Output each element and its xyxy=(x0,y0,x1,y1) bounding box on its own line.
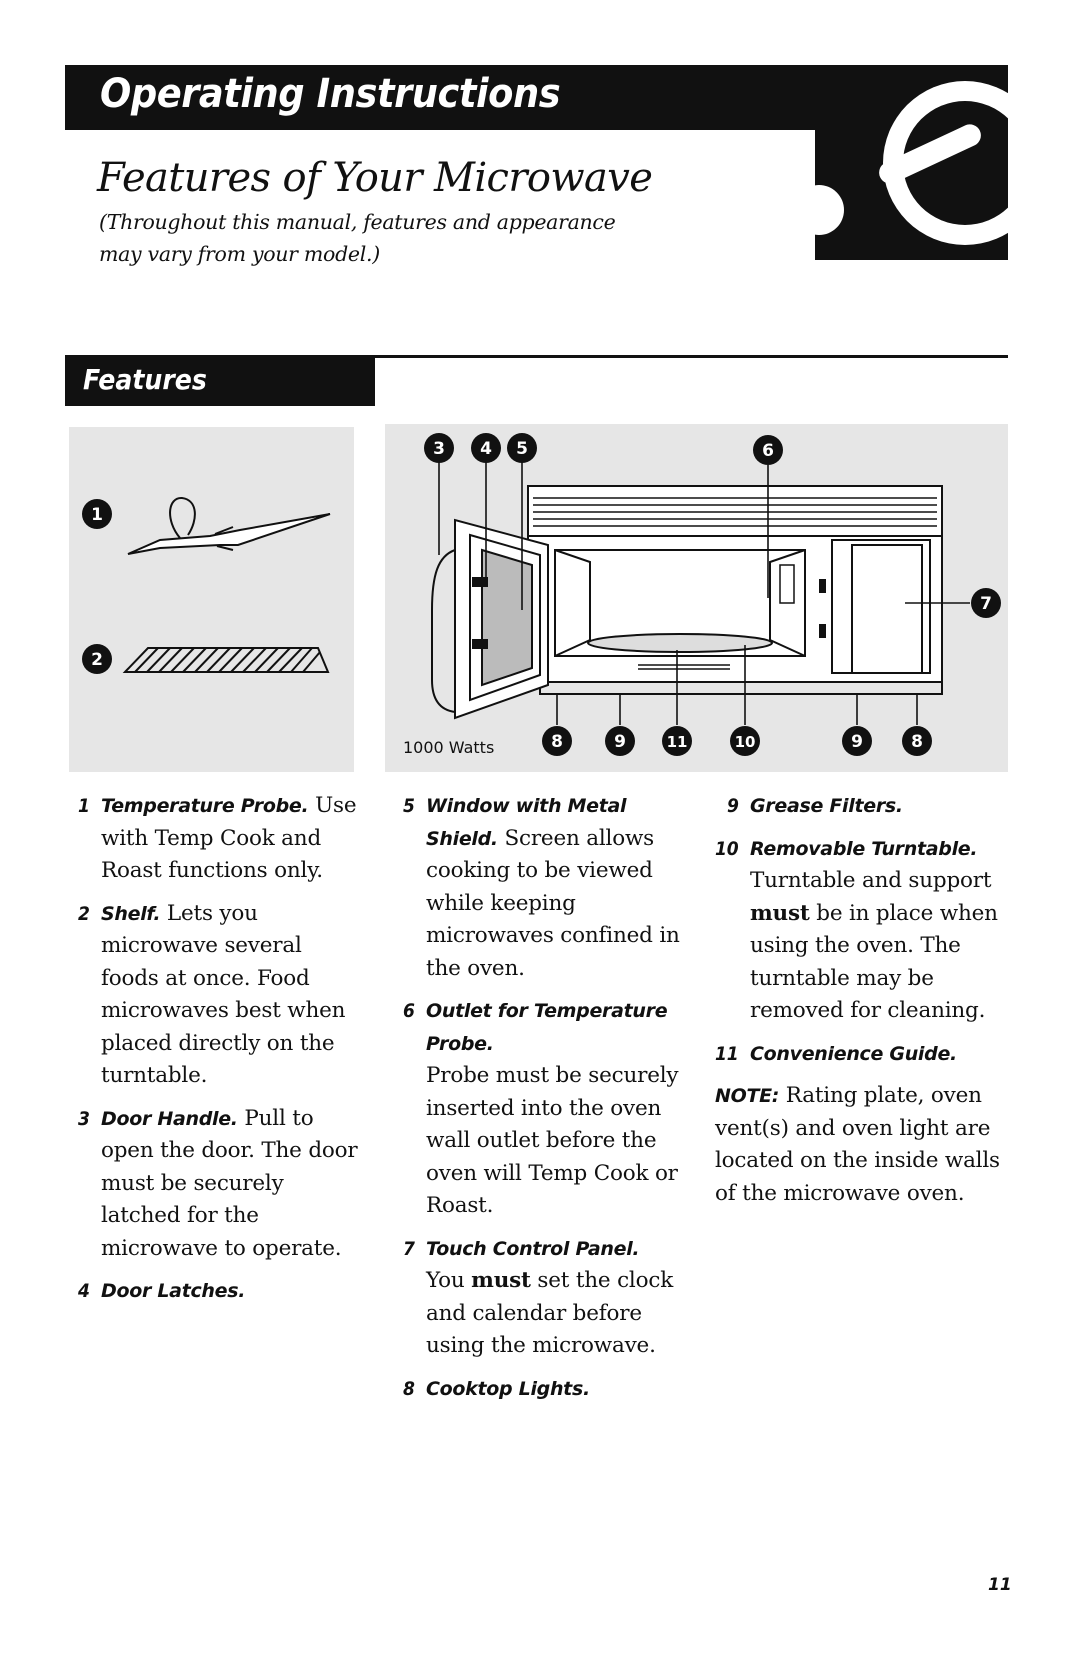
feature-term: Door Latches. xyxy=(101,1280,246,1302)
features-column-2: 5 Window with Metal Shield. Screen allow… xyxy=(403,790,683,1415)
feature-number: 10 xyxy=(715,837,739,860)
feature-number: 11 xyxy=(715,1042,739,1065)
feature-term: Touch Control Panel. xyxy=(426,1237,640,1260)
feature-item-8: 8 Cooktop Lights. xyxy=(403,1373,683,1406)
accessories-panel xyxy=(69,427,354,772)
page-number: 11 xyxy=(988,1575,1012,1595)
feature-number: 7 xyxy=(403,1237,415,1260)
feature-item-4: 4 Door Latches. xyxy=(78,1275,358,1308)
features-tab: Features xyxy=(65,356,375,406)
feature-item-10: 10 Removable Turntable. Turntable and su… xyxy=(715,833,1010,1028)
feature-text-post: be in place when using the oven. The tur… xyxy=(750,900,998,1024)
feature-number: 3 xyxy=(78,1107,90,1130)
feature-number: 4 xyxy=(78,1280,90,1302)
feature-term: Temperature Probe. xyxy=(101,795,309,817)
feature-item-5: 5 Window with Metal Shield. Screen allow… xyxy=(403,790,683,985)
feature-term: Grease Filters. xyxy=(750,795,903,817)
feature-number: 1 xyxy=(78,795,90,817)
feature-number: 5 xyxy=(403,795,415,817)
feature-term: Door Handle. xyxy=(101,1107,238,1130)
feature-item-6: 6 Outlet for Temperature Probe. Probe mu… xyxy=(403,995,683,1223)
features-column-1: 1 Temperature Probe. Use with Temp Cook … xyxy=(78,790,358,1318)
feature-text: Use with Temp Cook and Roast functions o… xyxy=(101,793,357,883)
feature-text-pre: Turntable and support xyxy=(750,868,992,893)
feature-term: Outlet for Temperature Probe. xyxy=(426,1000,668,1055)
banner-title: Operating Instructions xyxy=(100,71,561,117)
feature-term: Convenience Guide. xyxy=(750,1042,957,1065)
microwave-panel xyxy=(385,424,1008,772)
features-column-3: 9 Grease Filters. 10 Removable Turntable… xyxy=(715,790,1010,1210)
features-label: Features xyxy=(83,363,207,396)
feature-number: 2 xyxy=(78,902,90,925)
note-text: Rating plate, oven vent(s) and oven ligh… xyxy=(715,1083,1000,1206)
section-divider xyxy=(65,355,1008,358)
feature-item-7: 7 Touch Control Panel. You must set the … xyxy=(403,1233,683,1363)
wattage-label: 1000 Watts xyxy=(403,738,495,757)
feature-term: Cooktop Lights. xyxy=(426,1377,590,1400)
feature-item-2: 2 Shelf. Lets you microwave several food… xyxy=(78,898,358,1093)
page-title: Features of Your Microwave xyxy=(97,155,653,201)
feature-item-11: 11 Convenience Guide. xyxy=(715,1038,1010,1071)
feature-term: Shelf. xyxy=(101,902,161,925)
note: NOTE: Rating plate, oven vent(s) and ove… xyxy=(715,1080,1010,1210)
feature-text: You must set the clock and calendar befo… xyxy=(426,1265,683,1363)
knob-logo-icon xyxy=(815,65,1008,260)
feature-text: Turntable and support must be in place w… xyxy=(750,865,1010,1028)
feature-item-3: 3 Door Handle. Pull to open the door. Th… xyxy=(78,1103,358,1266)
feature-text: Pull to open the door. The door must be … xyxy=(101,1105,358,1261)
feature-text-post: set the clock and calendar before using … xyxy=(426,1268,674,1358)
feature-text-emphasis: must xyxy=(471,1268,531,1293)
feature-text: Screen allows cooking to be viewed while… xyxy=(426,825,680,981)
feature-text-pre: You xyxy=(426,1268,472,1293)
feature-term: Removable Turntable. xyxy=(750,837,978,860)
note-label: NOTE: xyxy=(715,1085,780,1107)
feature-number: 8 xyxy=(403,1377,415,1400)
feature-item-9: 9 Grease Filters. xyxy=(715,790,1010,823)
feature-item-1: 1 Temperature Probe. Use with Temp Cook … xyxy=(78,790,358,888)
feature-text: Lets you microwave several foods at once… xyxy=(101,900,346,1089)
section-banner: Operating Instructions xyxy=(65,65,815,130)
feature-number: 9 xyxy=(727,795,739,817)
feature-term: Window with Metal Shield. xyxy=(426,795,627,850)
feature-text-emphasis: must xyxy=(750,900,810,926)
feature-number: 6 xyxy=(403,1000,415,1022)
page-subtitle: (Throughout this manual, features and ap… xyxy=(99,210,616,266)
feature-text: Probe must be securely inserted into the… xyxy=(426,1063,679,1218)
